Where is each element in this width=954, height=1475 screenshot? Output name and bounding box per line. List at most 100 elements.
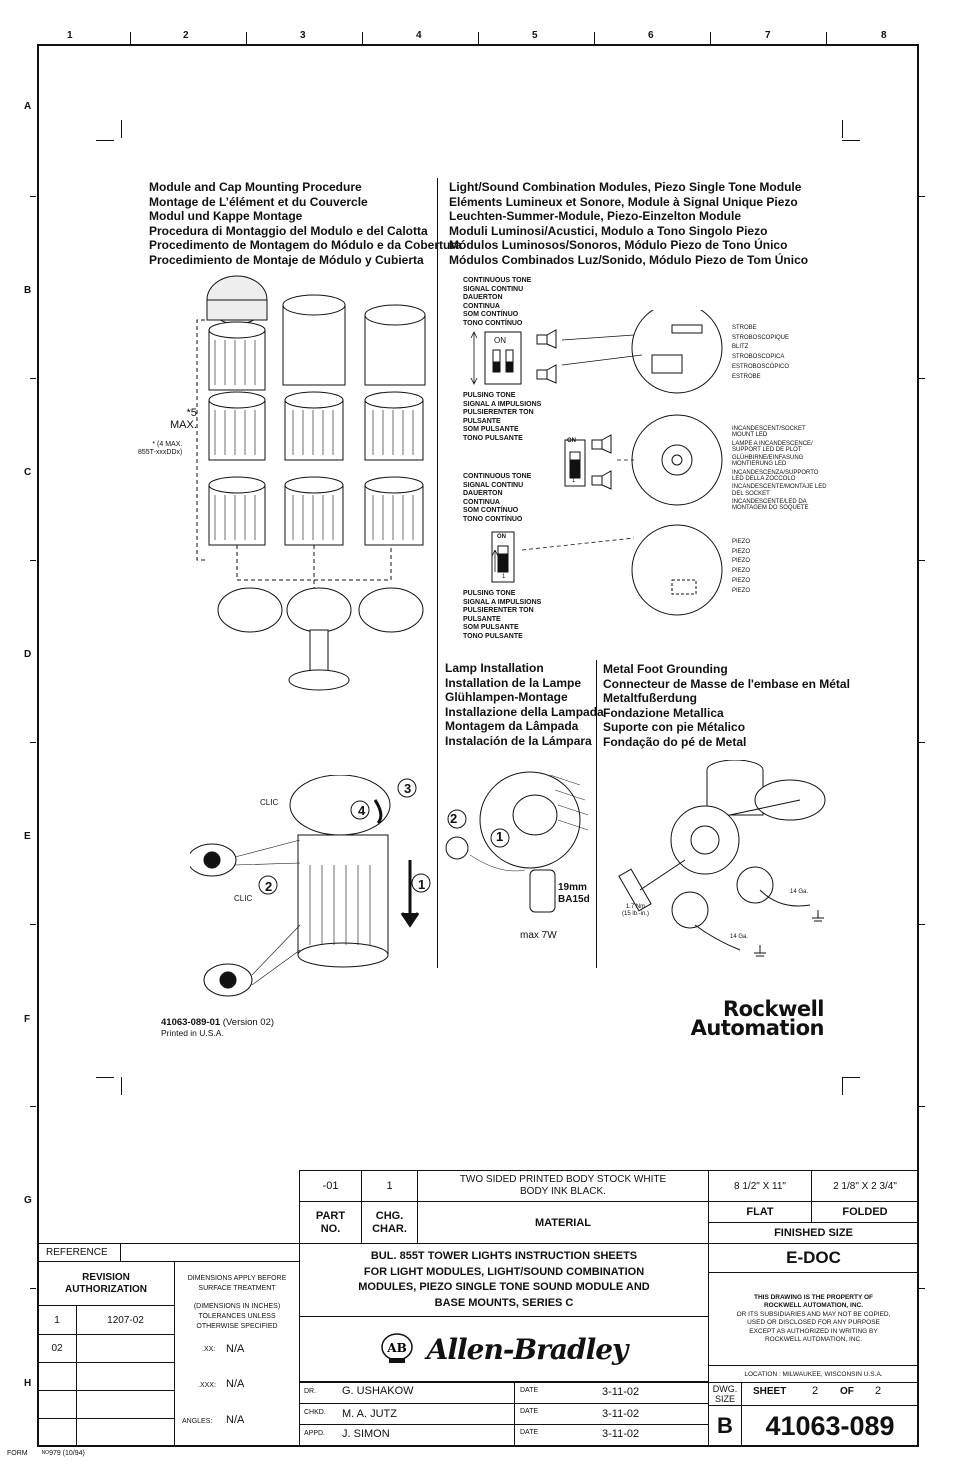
- row-tick: [919, 742, 925, 743]
- assembly-illustration: [190, 775, 431, 997]
- mounting-title: Procedimento de Montagem do Módulo e da …: [149, 238, 462, 252]
- combo-title: Módulos Combinados Luz/Sonido, Módulo Pi…: [449, 252, 809, 267]
- col-4: 4: [416, 30, 422, 41]
- form-label: FORM NO979 (10/94): [7, 1450, 85, 1457]
- rev-2: 02: [37, 1334, 77, 1363]
- tower-stack-illustration: [196, 275, 426, 691]
- material-header: MATERIAL: [417, 1201, 709, 1244]
- row-tick: [30, 378, 36, 379]
- lamp-illustration: [445, 771, 589, 913]
- row-C: C: [24, 467, 32, 478]
- one-label-3: 1: [502, 574, 506, 580]
- col-tick: [826, 32, 827, 44]
- svg-text:AB: AB: [386, 1341, 406, 1355]
- col-3: 3: [300, 30, 306, 41]
- dims-note-1: DIMENSIONS APPLY BEFORE SURFACE TREATMEN…: [187, 1275, 287, 1292]
- date-3: 3-11-02: [602, 1428, 640, 1440]
- finished-size-header: FINISHED SIZE: [708, 1222, 919, 1244]
- reference-value: [120, 1243, 300, 1262]
- lamp-max-watt: max 7W: [520, 930, 557, 941]
- max-note: * (4 MAX. 855T-xxxDDx): [138, 441, 183, 456]
- auth-1: 1207-02: [76, 1305, 175, 1335]
- dr-label: DR.: [304, 1388, 317, 1395]
- mounting-title: Modul und Kappe Montage: [149, 209, 303, 223]
- row-tick: [919, 924, 925, 925]
- appd-label: APPD.: [304, 1430, 326, 1437]
- rev-1: 1: [37, 1305, 77, 1335]
- gauge-label-1: 14 Ga.: [790, 889, 809, 895]
- col-tick: [130, 32, 131, 44]
- sheet-label: SHEET: [753, 1386, 787, 1397]
- folded-header: FOLDED: [811, 1201, 919, 1223]
- approved-by: J. SIMON: [342, 1428, 390, 1440]
- dwg-size-label: DWG. SIZE: [708, 1382, 742, 1406]
- col-tick: [710, 32, 711, 44]
- combo-title: Eléments Lumineux et Sonore, Module à Si…: [449, 194, 798, 209]
- document-id: 41063-089-01 (Version 02): [161, 1017, 275, 1028]
- row-H: H: [24, 1378, 32, 1389]
- bulb-spec: 19mm BA15d: [558, 882, 590, 905]
- row-tick: [30, 1288, 36, 1289]
- col-tick: [478, 32, 479, 44]
- clic-label-1: CLIC: [260, 798, 279, 807]
- dwg-size: B: [708, 1405, 742, 1447]
- step-4-badge: 4: [358, 803, 366, 818]
- row-E: E: [24, 831, 31, 842]
- on-label-1: ON: [494, 336, 506, 345]
- dims-note-2: (DIMENSIONS IN INCHES) TOLERANCES UNLESS…: [193, 1303, 281, 1330]
- combo-title: Leuchten-Summer-Module, Piezo-Einzelton …: [449, 209, 742, 223]
- xxx-label: .XXX:: [198, 1382, 216, 1389]
- revision-auth-header: REVISION AUTHORIZATION: [37, 1261, 175, 1306]
- row-G: G: [24, 1195, 32, 1206]
- row-D: D: [24, 649, 32, 660]
- drawing-title: BUL. 855T TOWER LIGHTS INSTRUCTION SHEET…: [299, 1243, 709, 1317]
- col-5: 5: [532, 30, 538, 41]
- allen-bradley-block: AB Allen-Bradley: [299, 1316, 709, 1382]
- checked-by: M. A. JUTZ: [342, 1408, 397, 1420]
- col-6: 6: [648, 30, 654, 41]
- row-tick: [919, 1106, 925, 1107]
- chg-header: CHG. CHAR.: [361, 1201, 418, 1244]
- mounting-title: Procedimiento de Montaje de Módulo y Cub…: [149, 252, 424, 267]
- flat-header: FLAT: [708, 1201, 812, 1223]
- drawn-by: G. USHAKOW: [342, 1385, 414, 1397]
- auth-2: [76, 1334, 175, 1363]
- col-tick: [246, 32, 247, 44]
- row-tick: [30, 924, 36, 925]
- combo-titles: Light/Sound Combination Modules, Piezo S…: [449, 180, 808, 267]
- step-1-badge: 1: [418, 877, 426, 892]
- xx-label: .XX:: [202, 1346, 216, 1353]
- row-tick: [919, 1288, 925, 1289]
- row-tick: [919, 560, 925, 561]
- angles-value: N/A: [226, 1414, 245, 1426]
- xx-value: N/A: [226, 1343, 245, 1355]
- gauge-label-2: 14 Ga.: [730, 934, 749, 940]
- material-value: TWO SIDED PRINTED BODY STOCK WHITE BODY …: [417, 1170, 709, 1202]
- folded-size-value: 2 1/8" X 2 3/4": [811, 1170, 919, 1202]
- printed-note: Printed in U.S.A.: [161, 1028, 224, 1038]
- on-label-2: ON: [567, 438, 576, 444]
- step-3-badge: 3: [404, 781, 412, 796]
- mounting-titles: Module and Cap Mounting Procedure Montag…: [149, 180, 462, 267]
- sheet-total: 2: [875, 1385, 882, 1397]
- combo-module-illustrations: [470, 310, 723, 616]
- mounting-title: Procedura di Montaggio del Modulo e del …: [149, 223, 428, 238]
- chg-value: 1: [361, 1170, 418, 1202]
- flat-size-value: 8 1/2" X 11": [708, 1170, 812, 1202]
- row-F: F: [24, 1014, 31, 1025]
- col-2: 2: [183, 30, 189, 41]
- metal-foot-illustration: [618, 760, 826, 957]
- row-B: B: [24, 285, 32, 296]
- mounting-title: Montage de L’élément et du Couvercle: [149, 194, 368, 209]
- section-divider: [437, 178, 438, 648]
- row-tick: [919, 196, 925, 197]
- lower-divider-left: [437, 648, 438, 968]
